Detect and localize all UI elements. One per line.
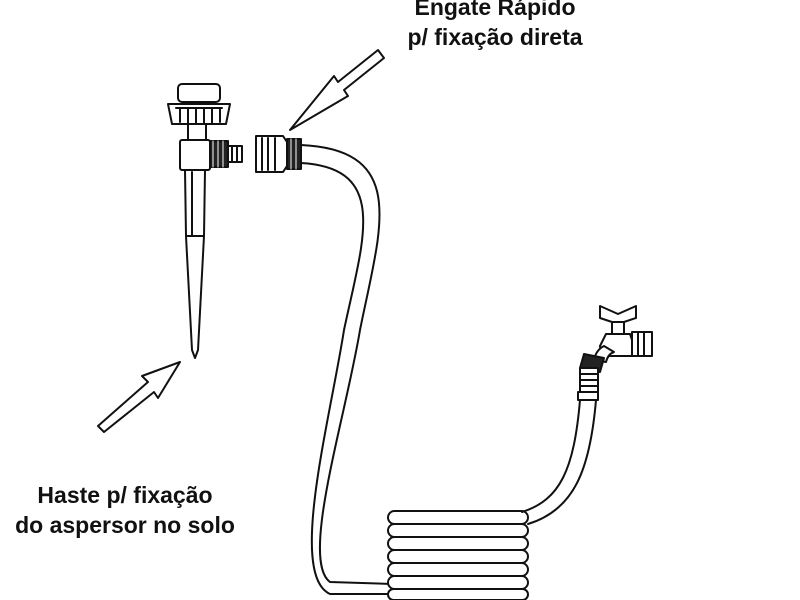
arrow-to-coupler — [289, 49, 385, 131]
sprinkler-cap — [177, 83, 221, 103]
sprinkler-stake — [167, 83, 243, 359]
label-stake: Haste p/ fixação do aspersor no solo — [5, 480, 245, 540]
hose-coil — [387, 510, 529, 600]
label-stake-line2: do aspersor no solo — [15, 512, 235, 538]
stake-spike — [184, 169, 206, 359]
faucet — [577, 305, 653, 401]
label-quick-coupler-line2: p/ fixação direta — [407, 24, 583, 50]
label-quick-coupler: Engate Rápido p/ fixação direta — [370, 0, 620, 52]
garden-hose — [300, 144, 393, 595]
hose-to-faucet — [521, 399, 597, 525]
quick-coupler — [255, 135, 302, 173]
label-quick-coupler-line1: Engate Rápido — [414, 0, 576, 20]
arrow-to-stake — [97, 361, 181, 433]
sprinkler-nipple — [227, 145, 243, 163]
sprinkler-tee — [179, 139, 211, 171]
label-stake-line1: Haste p/ fixação — [37, 482, 213, 508]
